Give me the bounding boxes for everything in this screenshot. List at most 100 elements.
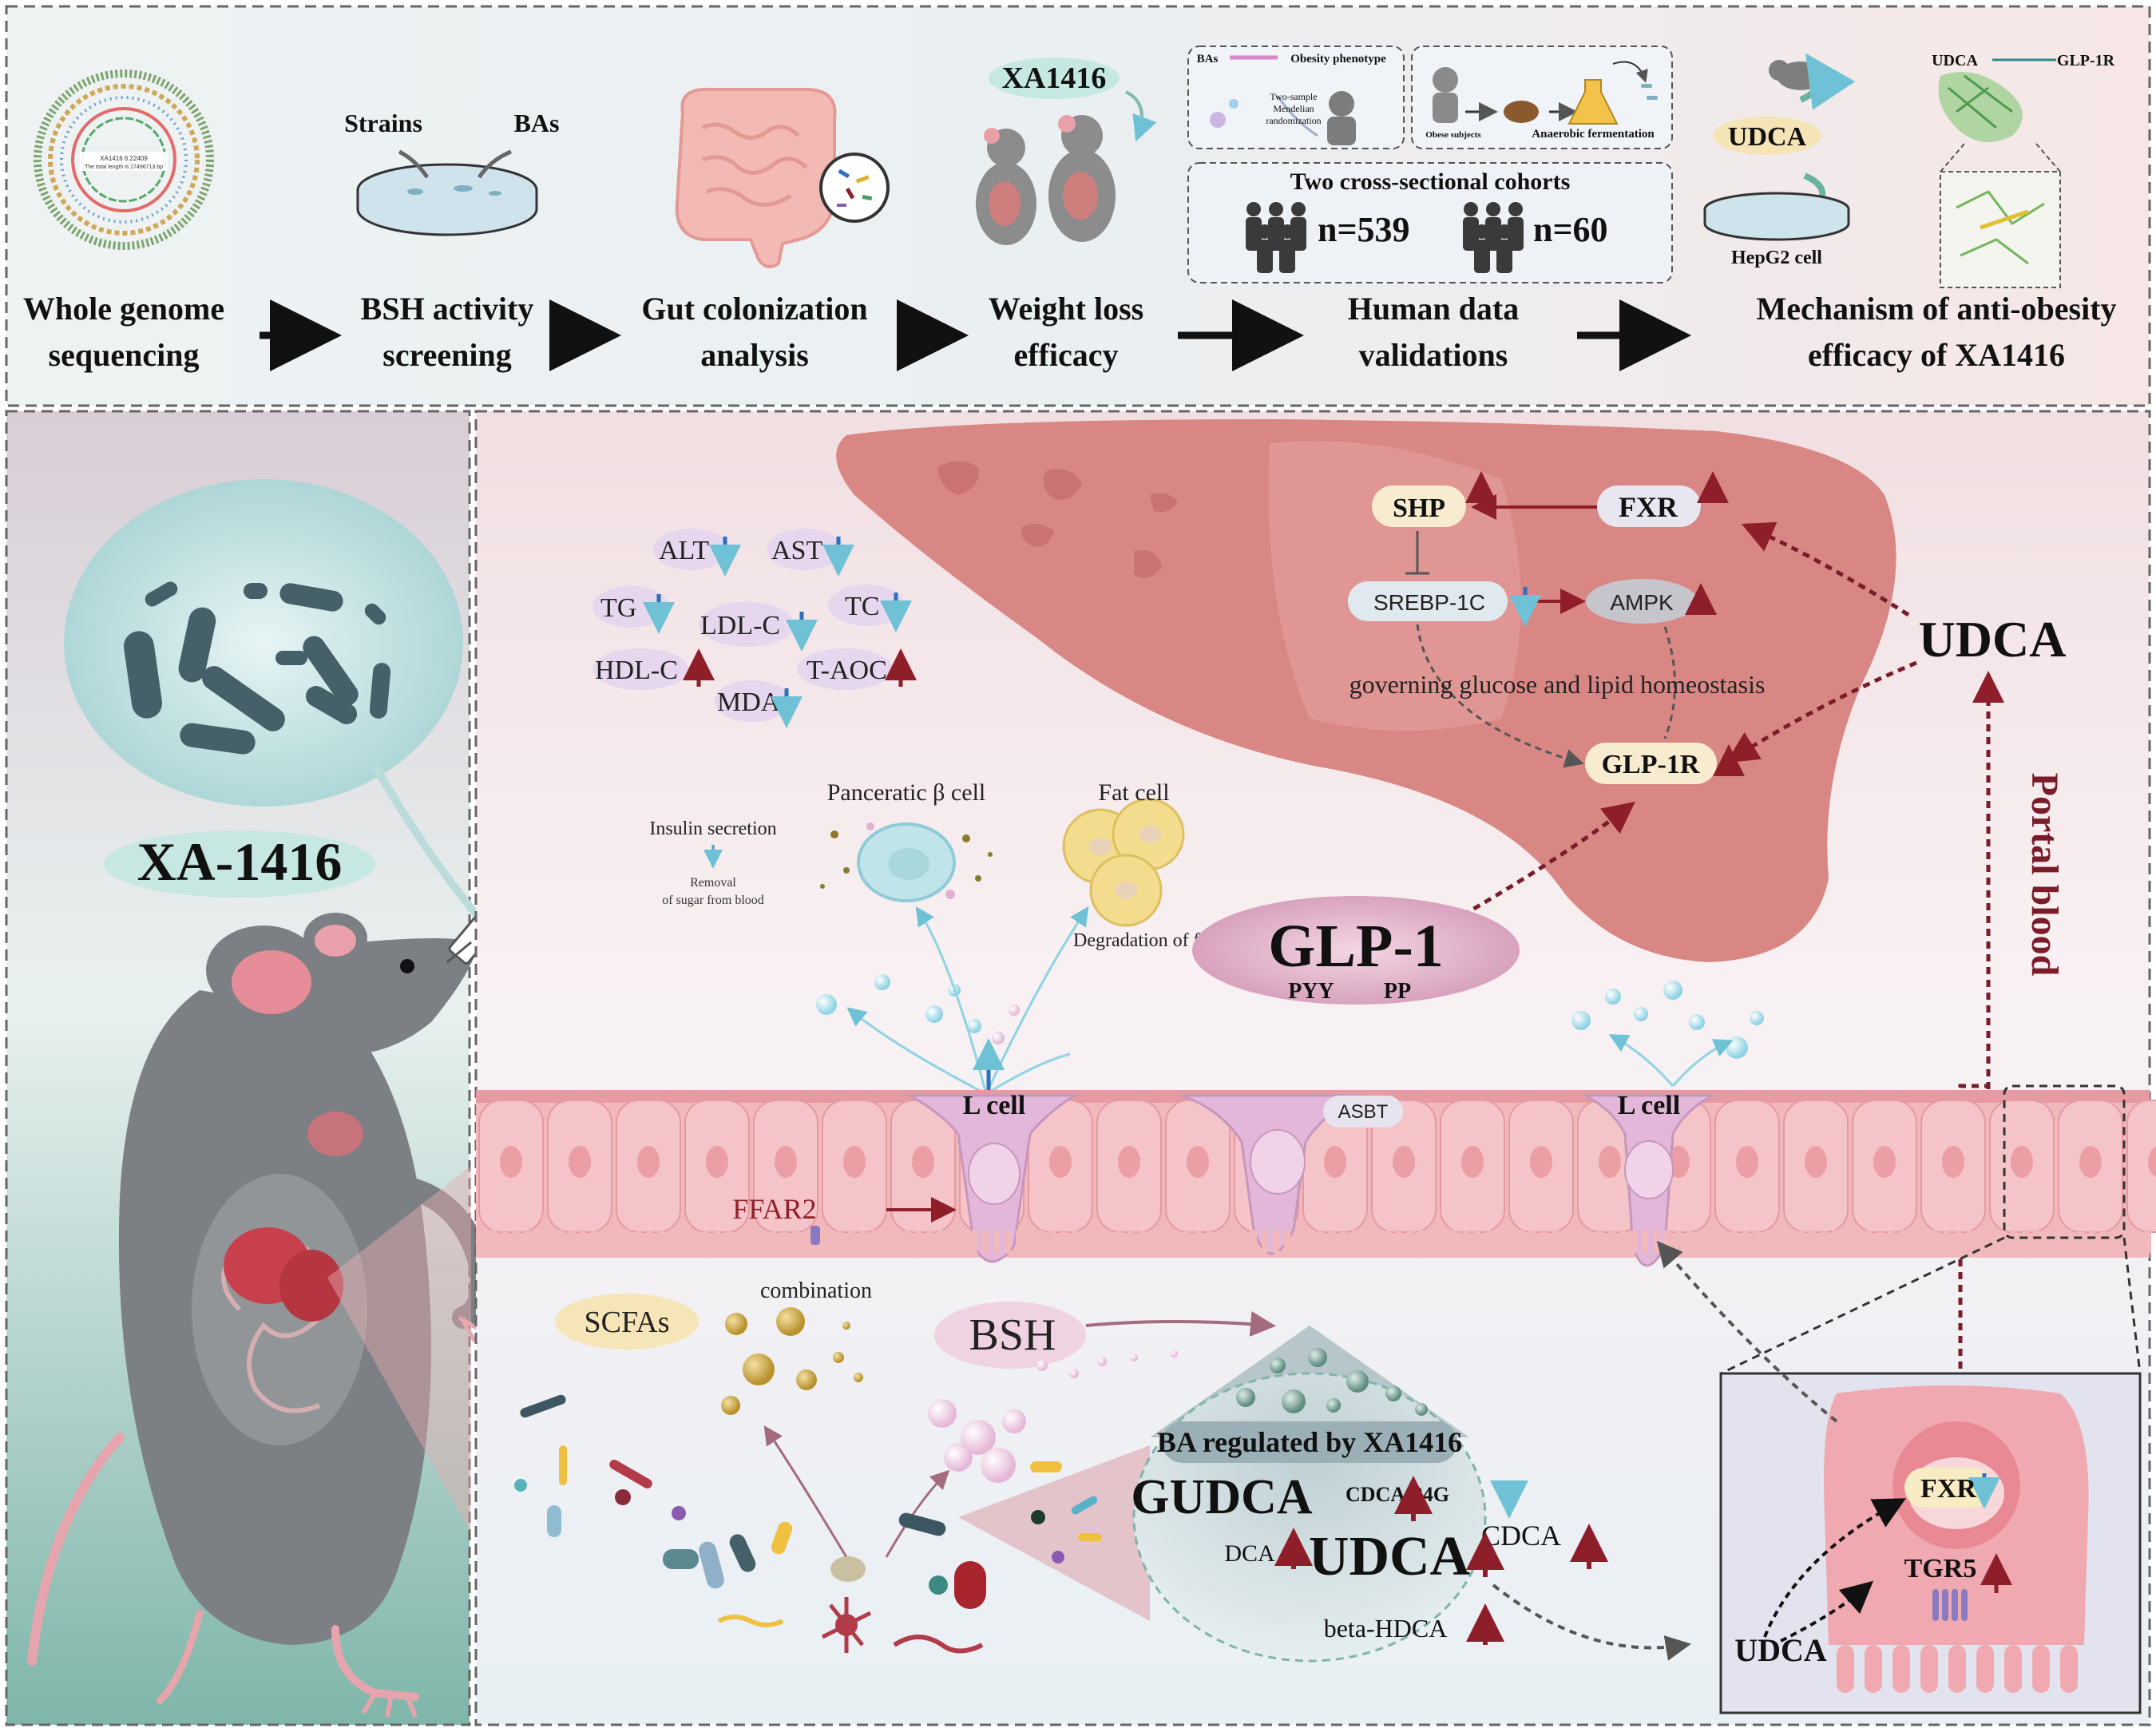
genome-caption-1: XA1416 6.22409 <box>100 155 148 162</box>
microvillus <box>1653 1230 1659 1254</box>
cell-nucleus <box>1461 1146 1484 1178</box>
microvillus <box>1195 1230 1201 1254</box>
liver-signaling <box>1348 471 1745 784</box>
microvillus <box>1418 1230 1425 1254</box>
microvillus <box>1977 1230 1984 1254</box>
human-mr-2: Mendelian <box>1273 103 1314 114</box>
bsh-strains-label: Strains <box>344 109 422 137</box>
microvillus <box>1340 1230 1346 1254</box>
mendelian-randomization-box <box>1187 46 1405 149</box>
microvillus <box>2089 1230 2095 1254</box>
microvillus <box>479 1230 485 1254</box>
mech-udca-label: UDCA <box>1728 122 1807 152</box>
microvillus <box>1329 1230 1335 1254</box>
step-3-line1: Gut colonization <box>641 291 867 327</box>
microvillus <box>1731 1230 1738 1254</box>
udca-portal-label: UDCA <box>1919 611 2067 668</box>
cell-nucleus <box>1393 1146 1415 1178</box>
microvillus <box>2067 1230 2073 1254</box>
inset-tgr5-label: TGR5 <box>1904 1554 1977 1583</box>
cohorts-box <box>1187 162 1673 283</box>
microvillus <box>2033 1230 2039 1254</box>
microvillus <box>1809 1230 1816 1254</box>
microvillus <box>1396 1230 1402 1254</box>
liver-ampk: AMPK <box>1610 590 1674 615</box>
microvillus <box>1496 1230 1503 1254</box>
liver-glp1r: GLP-1R <box>1602 750 1700 779</box>
microvillus <box>1105 1230 1112 1254</box>
microvillus <box>1306 1230 1313 1254</box>
marker-mda: MDA <box>717 688 781 717</box>
marker-taoc: T-AOC <box>807 656 887 685</box>
microvillus <box>1787 1230 1793 1254</box>
scfas-label: SCFAs <box>584 1306 669 1339</box>
microvillus <box>1139 1230 1145 1254</box>
microvillus <box>1754 1230 1760 1254</box>
microvillus <box>1843 1230 1849 1254</box>
microvillus <box>1027 1230 1033 1254</box>
bsh-bas-label: BAs <box>514 109 560 137</box>
l-cell-inset <box>1656 1084 2142 1714</box>
microvillus <box>792 1230 799 1254</box>
ba-cdca24g: CDCA-24G <box>1346 1483 1449 1506</box>
microvillus <box>1385 1230 1391 1254</box>
microvillus <box>1888 1230 1894 1254</box>
fat-degradation-label: Degradation of fat <box>1073 930 1214 951</box>
microvillus <box>569 1230 575 1254</box>
cell-nucleus <box>500 1146 522 1178</box>
l-cell-2-label: L cell <box>1618 1091 1680 1120</box>
microvillus <box>1038 1230 1044 1254</box>
microvillus <box>557 1230 564 1254</box>
microvillus <box>826 1230 832 1254</box>
people-icon-2 <box>1463 202 1524 273</box>
cell-nucleus <box>569 1146 591 1178</box>
microvillus <box>2055 1230 2062 1254</box>
microvillus <box>960 1230 966 1254</box>
microvillus <box>1318 1230 1324 1254</box>
marker-ldl: LDL-C <box>700 611 780 640</box>
microvillus <box>803 1230 810 1254</box>
microvillus <box>2022 1230 2028 1254</box>
microvillus <box>703 1230 709 1254</box>
human-mr-3: randomization <box>1266 115 1321 126</box>
inset-udca-label: UDCA <box>1734 1632 1827 1668</box>
ba-gudca: GUDCA <box>1131 1470 1313 1524</box>
removal-1-label: Removal <box>690 876 736 890</box>
mech-cell-label: HepG2 cell <box>1731 248 1822 268</box>
microvillus <box>1742 1230 1749 1254</box>
microvillus <box>859 1230 866 1254</box>
microvillus <box>602 1230 608 1254</box>
liver-shp: SHP <box>1393 493 1445 523</box>
microvillus <box>1586 1230 1592 1254</box>
microvillus <box>1821 1230 1827 1254</box>
microvillus <box>1116 1230 1123 1254</box>
genome-map-icon <box>34 69 214 250</box>
microvillus <box>993 1230 1000 1254</box>
microvillus <box>501 1230 508 1254</box>
microvillus <box>1150 1230 1156 1254</box>
microvillus <box>904 1230 910 1254</box>
microvillus <box>926 1230 933 1254</box>
microvillus <box>546 1230 553 1254</box>
l-cell-1-label: L cell <box>963 1091 1025 1120</box>
cell-nucleus <box>775 1146 797 1178</box>
weight-strain-label: XA1416 <box>1002 61 1107 95</box>
microvillus <box>1228 1230 1235 1254</box>
marker-alt: ALT <box>659 536 709 565</box>
ba-arrows <box>1274 1476 1608 1645</box>
cell-nucleus <box>1530 1146 1552 1178</box>
human-bas-label: BAs <box>1197 53 1219 65</box>
microvillus <box>759 1230 765 1254</box>
portal-arrows <box>1428 521 2004 1645</box>
cohorts-title: Two cross-sectional cohorts <box>1290 168 1571 195</box>
microvillus <box>1060 1230 1067 1254</box>
marker-tg: TG <box>600 593 636 623</box>
scfa-particles <box>721 1307 863 1415</box>
udca-to-cell-arrow <box>1492 1583 1691 1661</box>
liver-spots <box>938 461 1178 578</box>
ba-title: BA regulated by XA1416 <box>1157 1426 1462 1458</box>
microvillus <box>837 1230 843 1254</box>
secretion-bubbles <box>816 906 1764 1110</box>
microvillus <box>1899 1230 1905 1254</box>
microvillus <box>1273 1230 1279 1254</box>
